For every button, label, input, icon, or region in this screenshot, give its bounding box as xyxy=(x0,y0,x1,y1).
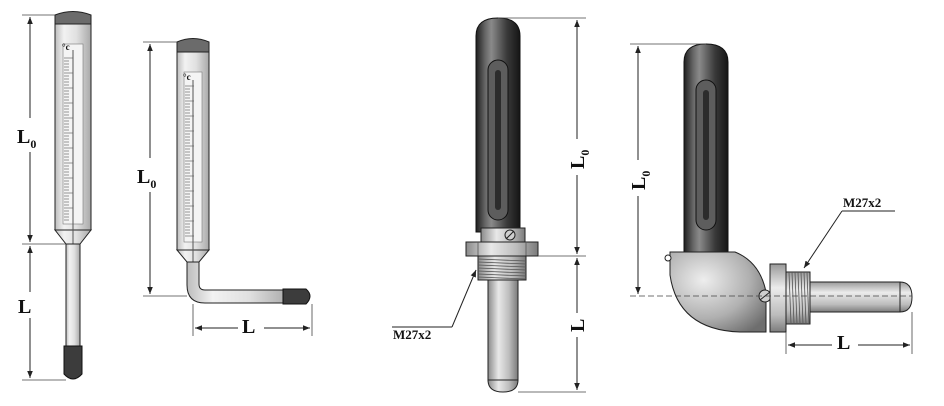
thermometer-bulb xyxy=(282,288,311,305)
dimension-label-l: L xyxy=(242,316,255,338)
dimension-label-l0: L0 xyxy=(628,171,653,190)
angle-elbow xyxy=(669,251,767,333)
dimension-label-l0: L0 xyxy=(567,150,592,169)
immersion-sleeve xyxy=(487,279,519,381)
figure-straight-protective-case: L0 L M27x2 xyxy=(392,17,592,393)
thermometer-stem xyxy=(65,243,81,347)
thread-line xyxy=(797,271,801,325)
thread-line xyxy=(794,271,798,325)
dimension-label-l0: L0 xyxy=(17,126,36,151)
dimension-label-l0: L0 xyxy=(137,166,156,191)
thread-line xyxy=(477,270,527,274)
thermometer-bulb xyxy=(63,345,83,380)
thread-line xyxy=(803,271,807,325)
figure-angled-glass-thermometer: °c L0 L xyxy=(134,38,313,338)
thread-line xyxy=(477,276,527,280)
figure-angled-protective-case: L0 L M27x2 xyxy=(624,43,913,354)
scale-unit-label: °c xyxy=(62,42,70,52)
thread-leader-line xyxy=(803,210,843,269)
thread-line xyxy=(806,271,810,325)
thread-line xyxy=(477,261,527,265)
thread-line xyxy=(477,273,527,277)
dimension-label-l: L xyxy=(18,296,31,318)
scale-unit-label: °c xyxy=(183,72,191,82)
thread-line xyxy=(800,271,804,325)
thread-line xyxy=(788,271,792,325)
thread-line xyxy=(791,271,795,325)
scale-ticks xyxy=(64,57,73,221)
thermometer-head xyxy=(176,38,210,53)
thread-line xyxy=(477,264,527,268)
dimension-label-l: L xyxy=(567,319,589,332)
thread-size-label: M27x2 xyxy=(843,195,881,210)
dimension-label-l: L xyxy=(837,332,850,354)
thermometer-head xyxy=(54,11,92,25)
thread-line xyxy=(477,267,527,271)
thread-lines xyxy=(477,258,527,280)
clamp-collar xyxy=(480,227,526,243)
thread-line xyxy=(477,258,527,262)
thread-leader-line xyxy=(451,269,477,328)
hex-nut xyxy=(769,263,787,333)
hex-nut xyxy=(465,241,539,257)
thread-lines xyxy=(788,271,810,325)
immersion-sleeve xyxy=(809,281,901,313)
thread-size-label: M27x2 xyxy=(393,327,431,342)
thermometer-bent-stem xyxy=(186,261,291,304)
figure-straight-glass-thermometer: °c L0 L xyxy=(14,11,93,381)
